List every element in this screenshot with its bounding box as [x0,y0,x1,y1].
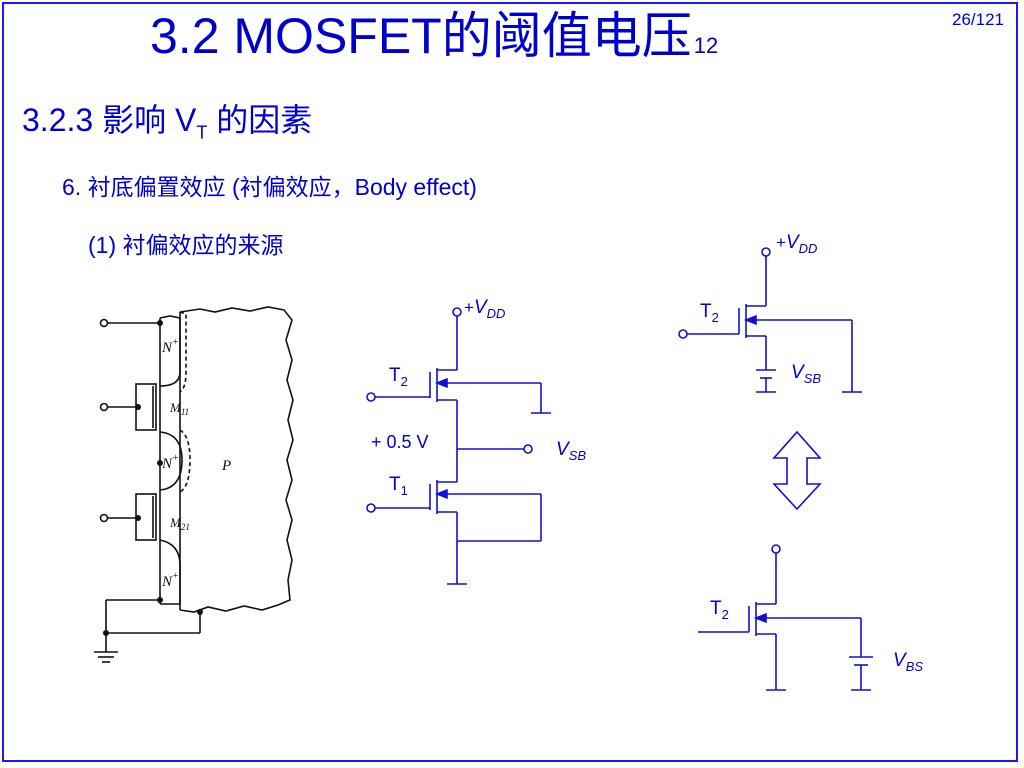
title-text: 3.2 MOSFET的阈值电压 [150,8,692,64]
top-right-terminals [678,247,771,339]
stack-t2-label: T2 [389,365,408,389]
top-right-t2-label: T2 [700,301,719,325]
point-1: (1) 衬偏效应的来源 [88,232,284,258]
stack-mid-voltage: + 0.5 V [371,432,429,452]
m11-label: M11 [169,400,189,417]
section-text: 3.2.3 影响 V [22,102,197,138]
bottom-right-circuit [698,553,873,691]
p-region-label: P [221,458,231,474]
stack-vsb-label: VSB [556,439,586,463]
page-number: 26/121 [952,10,1004,29]
bottom-right-terminals [771,544,781,554]
n-region-2 [159,431,183,491]
top-right-vsb-label: VSB [791,362,821,386]
depletion-top [179,311,187,393]
cross-section-terminals [99,318,109,523]
cross-section [94,306,294,663]
stack-vdd-label: +VDD [464,297,505,321]
section-heading: 3.2.3 影响 VT 的因素 [22,100,312,152]
n-region-3 [159,539,181,605]
title-suffix: 12 [693,33,719,58]
equivalence-arrow-icon [772,430,822,511]
depletion-mid [179,429,191,493]
top-right-vdd-label: +VDD [776,232,817,256]
bottom-right-t2-label: T2 [710,598,729,622]
top-right-circuit [686,256,862,393]
cross-section-dots [103,320,203,636]
stack-circuit [372,316,551,585]
slide-title: 3.2 MOSFET的阈值电压12 [150,6,718,76]
point-6: 6. 衬底偏置效应 (衬偏效应，Body effect) [62,174,477,200]
n-plus-label-1: N+ [161,337,179,356]
n-region-1 [159,315,181,387]
section-subscript: T [196,122,208,143]
m21-label: M21 [169,515,190,532]
n-plus-label-3: N+ [161,571,179,590]
bottom-right-vbs-label: VBS [893,650,923,674]
p-substrate-outline [179,306,294,613]
stack-terminals [366,307,533,513]
n-plus-label-2: N+ [161,453,179,472]
stack-t1-label: T1 [389,474,408,498]
section-tail: 的因素 [207,102,313,138]
